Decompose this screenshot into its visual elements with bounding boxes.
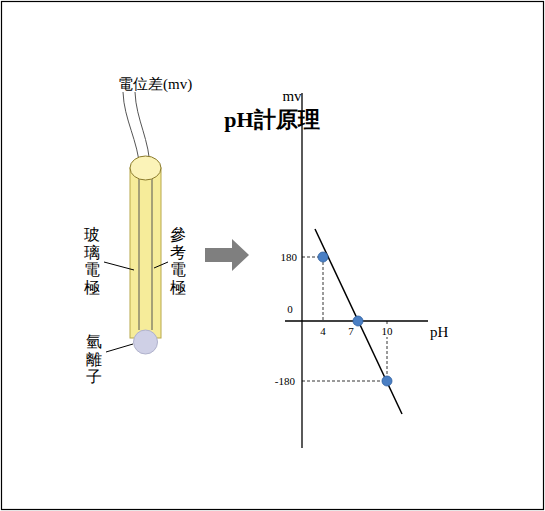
title: pH計原理 xyxy=(224,108,319,132)
electrode-body xyxy=(130,168,161,338)
signal-label: 電位差(mv) xyxy=(118,76,192,93)
tick-label: 180 xyxy=(280,251,299,263)
leader-line xyxy=(154,262,168,268)
guide-line xyxy=(302,381,387,382)
block-arrow xyxy=(205,239,249,271)
leader-line xyxy=(104,262,134,270)
leader-line xyxy=(106,344,133,352)
axis-label: pH xyxy=(430,324,448,341)
data-point xyxy=(318,252,328,262)
data-point xyxy=(382,376,392,386)
electrode-inner xyxy=(139,176,140,330)
tick-label: 7 xyxy=(347,325,355,337)
tick-label: 0 xyxy=(286,303,294,315)
part-label: 玻璃電極 xyxy=(84,226,100,296)
electrode-top xyxy=(130,156,161,180)
hydrogen-ion xyxy=(134,330,158,354)
guide-line xyxy=(323,257,324,321)
tick-label: -180 xyxy=(274,375,296,387)
y-axis xyxy=(301,93,302,448)
part-label: 氫離子 xyxy=(86,333,102,386)
response-line xyxy=(315,229,402,414)
electrode-inner xyxy=(152,176,153,330)
part-label: 參考電極 xyxy=(170,226,186,296)
axis-label: mv xyxy=(282,88,301,105)
tick-label: 10 xyxy=(381,325,394,337)
tick-label: 4 xyxy=(319,325,327,337)
